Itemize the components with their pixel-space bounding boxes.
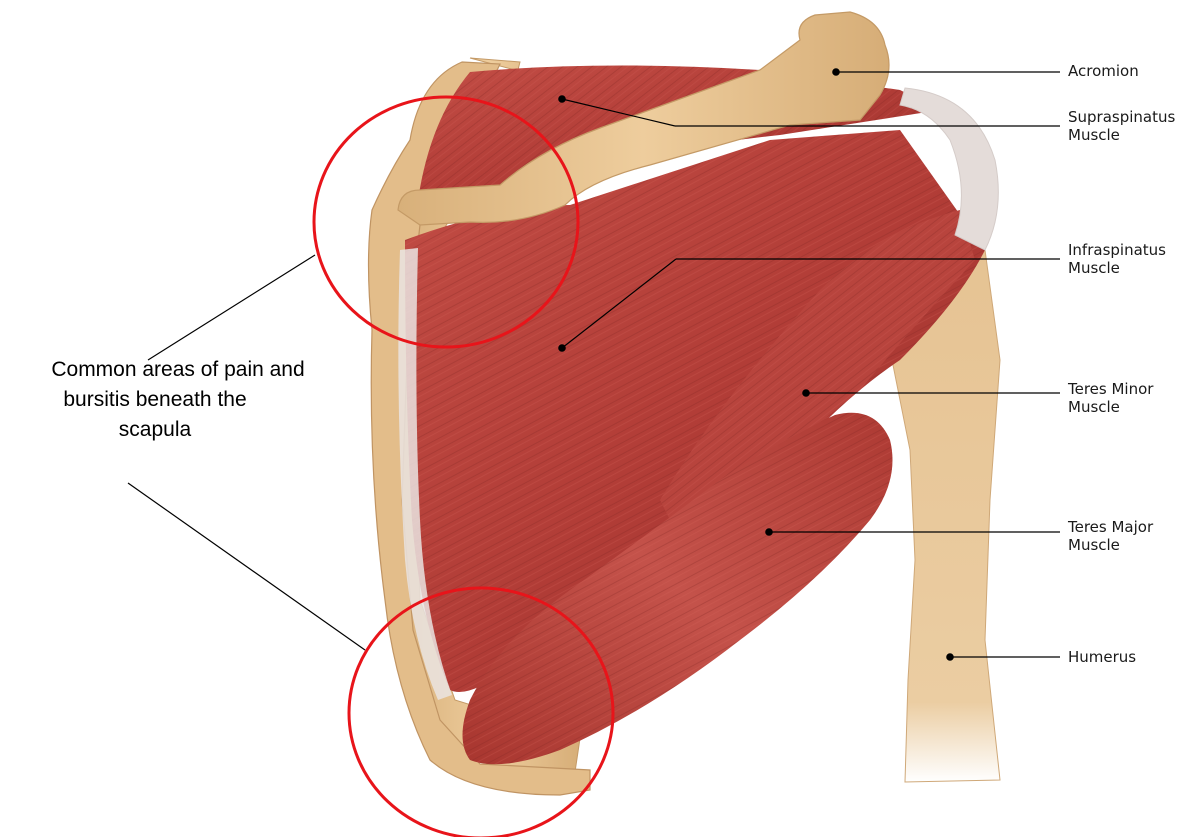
callout-line-3: scapula: [8, 415, 302, 445]
label-acromion: Acromion: [1068, 62, 1139, 80]
label-teres-minor-line1: Teres Minor: [1068, 380, 1153, 398]
label-infraspinatus: Infraspinatus Muscle: [1068, 241, 1166, 277]
pain-area-callout: Common areas of pain and bursitis beneat…: [0, 355, 312, 465]
label-humerus-text: Humerus: [1068, 648, 1136, 666]
label-teres-major-line2: Muscle: [1068, 536, 1153, 554]
label-supraspinatus: Supraspinatus Muscle: [1068, 108, 1175, 144]
label-infraspinatus-line2: Muscle: [1068, 259, 1166, 277]
label-infraspinatus-line1: Infraspinatus: [1068, 241, 1166, 259]
callout-line-1: Common areas of pain and: [8, 355, 312, 385]
callout-line-lower: [128, 483, 365, 650]
label-teres-minor-line2: Muscle: [1068, 398, 1153, 416]
label-acromion-text: Acromion: [1068, 62, 1139, 80]
label-teres-minor: Teres Minor Muscle: [1068, 380, 1153, 416]
callout-line-2: bursitis beneath the: [8, 385, 302, 415]
label-teres-major-line1: Teres Major: [1068, 518, 1153, 536]
label-supraspinatus-line1: Supraspinatus: [1068, 108, 1175, 126]
label-teres-major: Teres Major Muscle: [1068, 518, 1153, 554]
label-humerus: Humerus: [1068, 648, 1136, 666]
label-supraspinatus-line2: Muscle: [1068, 126, 1175, 144]
callout-line-upper: [148, 255, 315, 360]
